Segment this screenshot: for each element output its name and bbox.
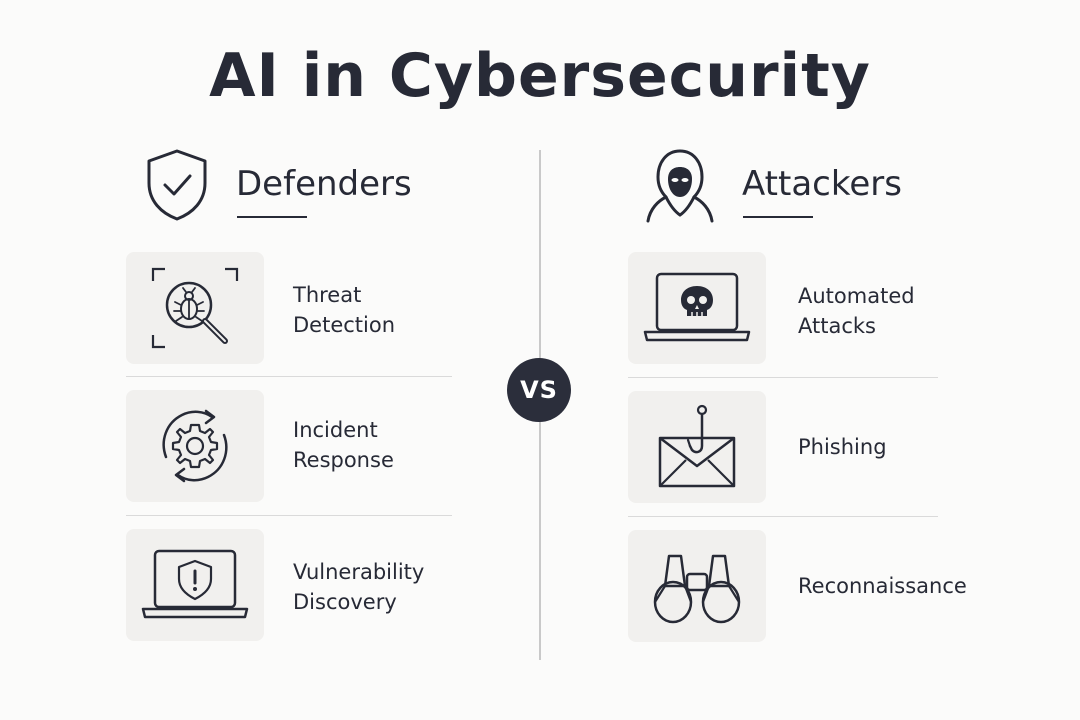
vs-badge: VS: [507, 358, 571, 422]
attackers-row-divider: [628, 377, 938, 378]
automated-attacks-tile: [628, 252, 766, 364]
reconnaissance-tile: [628, 530, 766, 642]
automated-attacks-label: Automated Attacks: [798, 284, 915, 338]
shield-check-icon: [137, 145, 217, 225]
incident-response-tile: [126, 390, 264, 502]
defenders-row-divider-2: [126, 515, 452, 516]
attackers-title: Attackers: [742, 164, 902, 204]
defenders-row-divider: [126, 376, 452, 377]
gear-cycle-icon: [150, 401, 240, 491]
incident-response-label: Incident Response: [293, 418, 394, 472]
phishing-tile: [628, 391, 766, 503]
reconnaissance-label: Reconnaissance: [798, 574, 967, 598]
attackers-underline: [743, 216, 813, 218]
threat-detection-tile: [126, 252, 264, 364]
bug-magnifier-icon: [147, 265, 243, 351]
hooded-hacker-icon: [640, 145, 720, 225]
defenders-title: Defenders: [236, 164, 412, 204]
envelope-hook-icon: [652, 402, 742, 492]
vulnerability-discovery-label: Vulnerability Discovery: [293, 560, 425, 614]
attackers-row-divider-2: [628, 516, 938, 517]
vulnerability-discovery-tile: [126, 529, 264, 641]
laptop-shield-icon: [139, 545, 251, 625]
threat-detection-label: Threat Detection: [293, 283, 396, 337]
page-title: AI in Cybersecurity: [209, 41, 871, 111]
defenders-underline: [237, 216, 307, 218]
laptop-skull-icon: [641, 268, 753, 348]
binoculars-icon: [647, 546, 747, 626]
phishing-label: Phishing: [798, 435, 887, 459]
